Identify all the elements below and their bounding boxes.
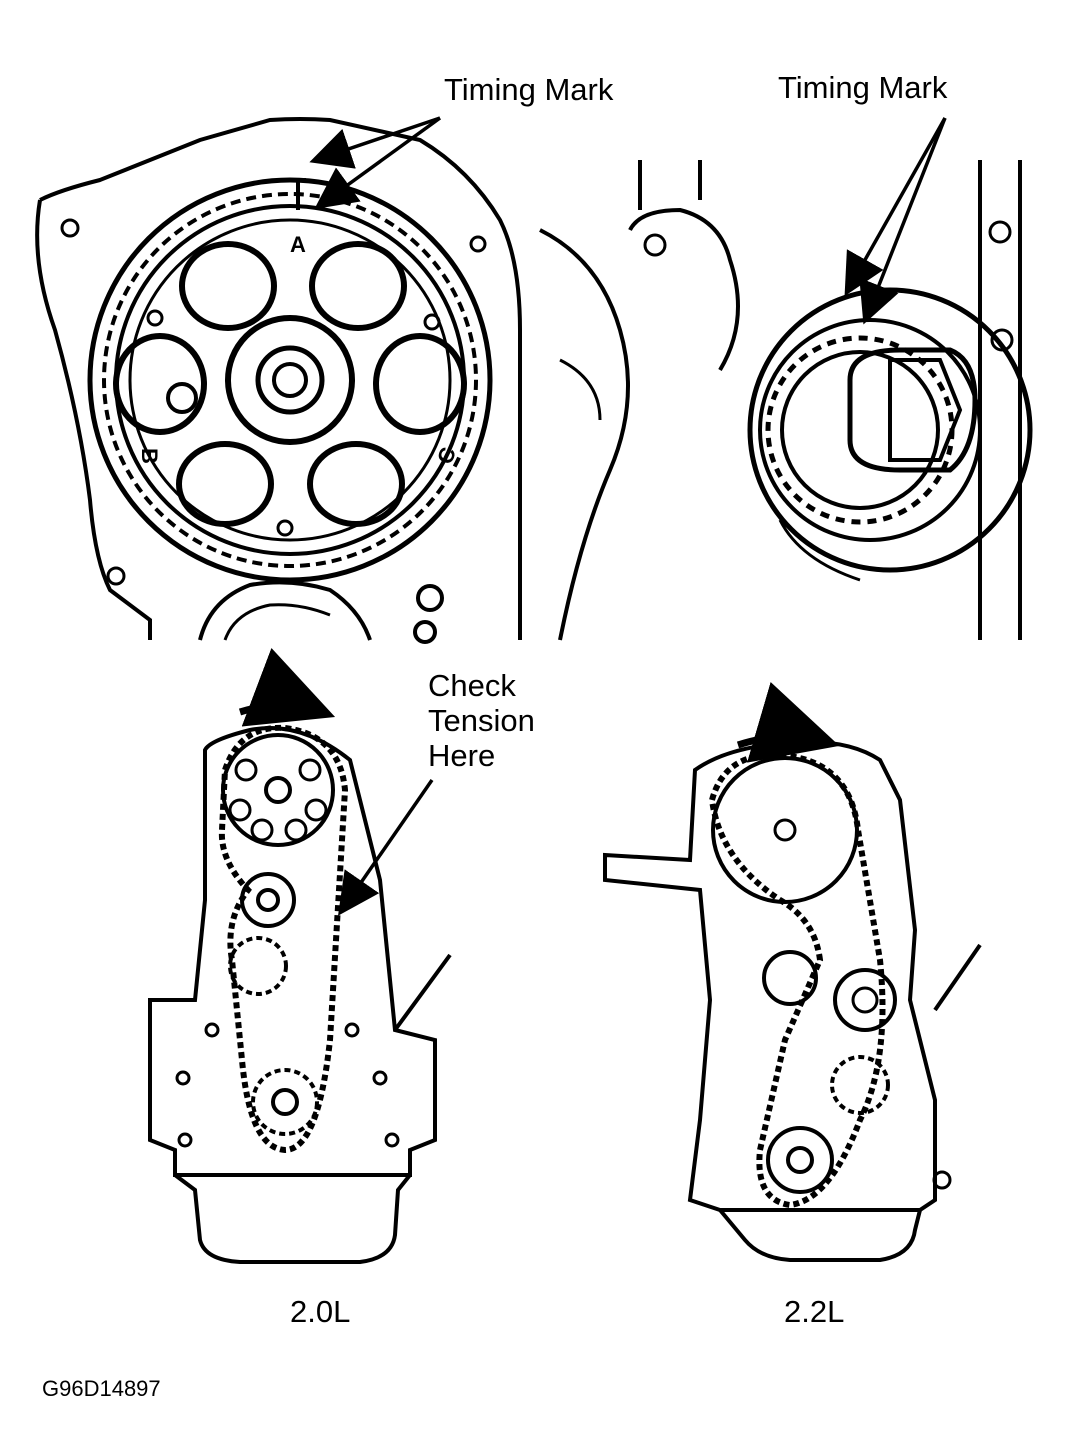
timing-mark-label-right: Timing Mark bbox=[778, 70, 948, 105]
engine-label-2-0l: 2.0L bbox=[290, 1294, 351, 1329]
check-tension-label-line3: Here bbox=[428, 738, 496, 773]
top-right-sprocket-view bbox=[539, 160, 1033, 641]
sprocket-letter-c: C bbox=[432, 444, 461, 468]
arrow-icon bbox=[338, 779, 434, 916]
engine-label-2-2l: 2.2L bbox=[784, 1294, 845, 1329]
rotation-arrow-icon bbox=[238, 647, 336, 727]
engine-2-2l-drawing bbox=[603, 739, 982, 1262]
top-left-sprocket-view bbox=[35, 117, 522, 644]
check-tension-label-line2: Tension bbox=[428, 703, 535, 738]
timing-mark-label-left: Timing Mark bbox=[444, 72, 614, 107]
sprocket-letter-a: A bbox=[290, 232, 306, 257]
sprocket-letter-b: B bbox=[137, 448, 162, 464]
arrow-icon bbox=[309, 116, 442, 210]
rotation-arrow-icon bbox=[736, 682, 840, 763]
arrow-icon bbox=[844, 117, 947, 325]
check-tension-label-line1: Check bbox=[428, 668, 516, 703]
engine-2-0l-drawing bbox=[148, 724, 452, 1264]
figure-code: G96D14897 bbox=[42, 1376, 161, 1401]
